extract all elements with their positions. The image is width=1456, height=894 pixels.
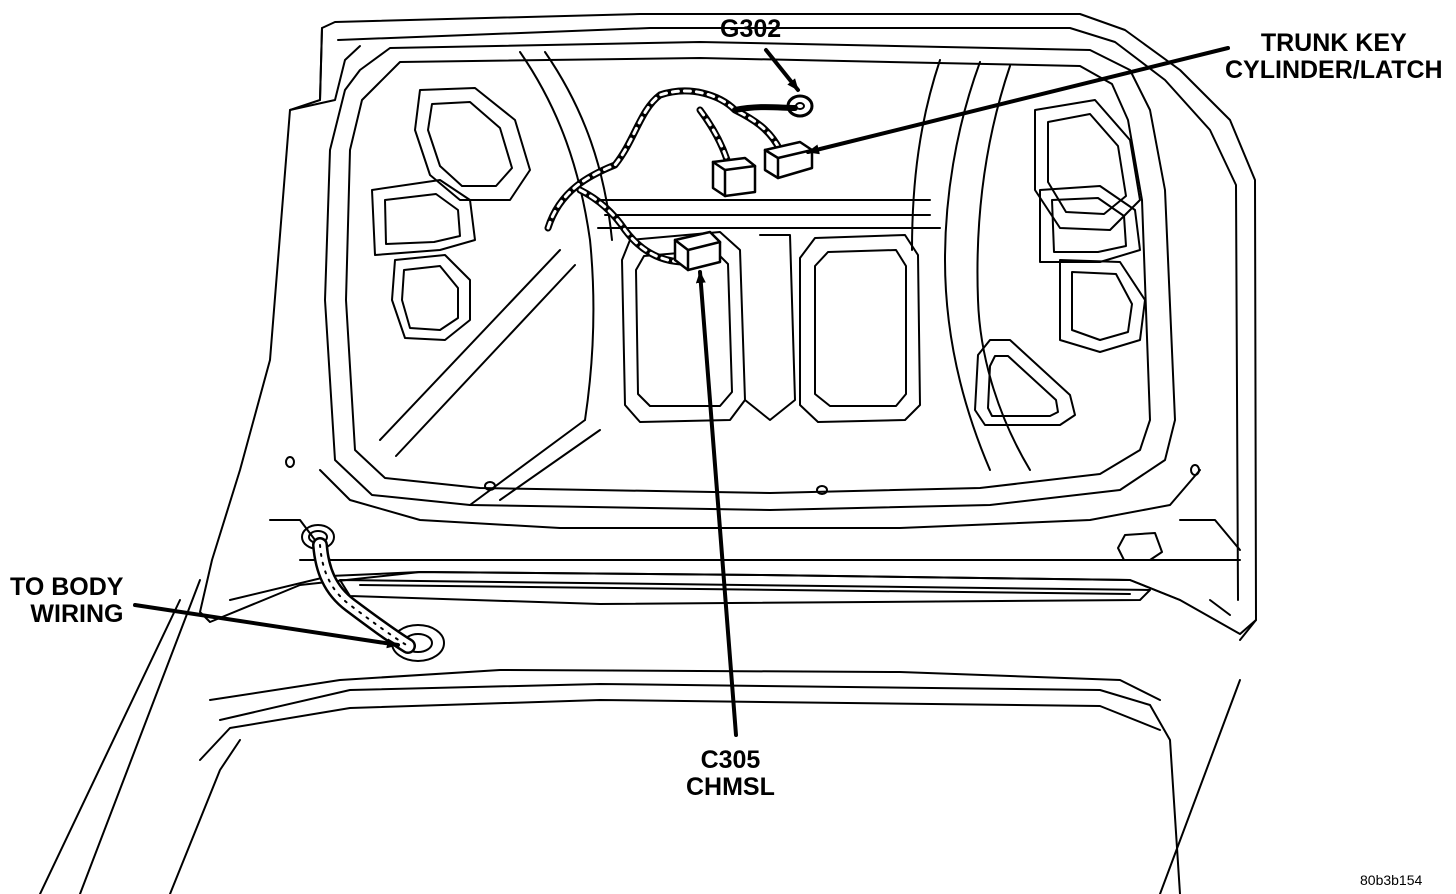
trunk-latch-connector xyxy=(763,140,814,180)
figure-code: 80b3b154 xyxy=(1360,872,1423,888)
trunk-key-cylinder-latch-label: TRUNK KEY CYLINDER/LATCH xyxy=(1225,29,1443,84)
triangle-cutout xyxy=(974,339,1076,426)
c305-chmsl-connector xyxy=(673,230,722,272)
center-cutout-right xyxy=(799,234,921,423)
latch-side-connector xyxy=(711,156,757,198)
g302-label: G302 xyxy=(720,15,782,43)
to-body-wiring-label: TO BODY WIRING xyxy=(10,573,124,628)
to-body-wiring-leader-arrow xyxy=(133,603,400,649)
g302-ground-eyelet xyxy=(786,94,814,118)
g302-leader-arrow xyxy=(764,48,800,92)
inner-panel-outline xyxy=(324,41,1176,511)
c305-leader-arrow xyxy=(695,270,738,737)
c305-chmsl-label: C305 CHMSL xyxy=(686,746,775,801)
center-cutout-left xyxy=(621,231,746,423)
trunk-lid-inner-edge xyxy=(337,27,1239,601)
trunk-key-leader-arrow xyxy=(806,46,1230,155)
rear-window-outline xyxy=(219,683,1181,894)
